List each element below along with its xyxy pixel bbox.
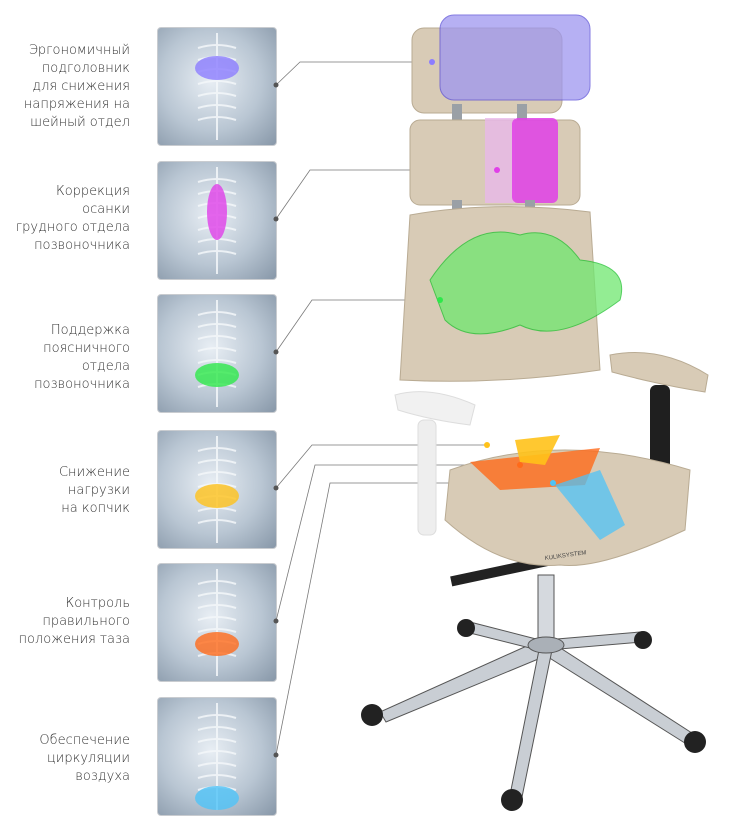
- brand-logo: KULIKSYSTEM: [544, 550, 586, 562]
- thoracic-spine-icon: [197, 167, 237, 274]
- feature-label-line: осанки: [82, 202, 130, 217]
- coccyx-card: [157, 430, 277, 549]
- feature-label: Снижение нагрузки на копчик: [0, 464, 130, 518]
- feature-label: Поддержка поясничного отдела позвоночника: [0, 322, 130, 394]
- feature-label: Коррекция осанки грудного отдела позвоночни…: [0, 183, 130, 255]
- anchor-dot: [494, 167, 500, 173]
- connector-line: [275, 464, 520, 622]
- chair: KULIKSYSTEM: [361, 14, 709, 811]
- feature-label-line: грудного отдела: [15, 220, 130, 235]
- feature-label: Контроль правильного положения таза: [0, 595, 130, 649]
- feature-label-line: положения таза: [18, 632, 130, 647]
- air-circulation-icon: [195, 703, 239, 810]
- lumbar-spine-icon: [195, 300, 239, 407]
- anchor-dot: [437, 297, 443, 303]
- anchor-dot: [484, 442, 490, 448]
- feature-label-line: позвоночника: [34, 377, 130, 392]
- chair-base: [379, 574, 696, 798]
- anchor-dot: [429, 59, 435, 65]
- feature-label-line: Коррекция: [55, 184, 130, 199]
- feature-label-line: Обеспечение: [39, 733, 130, 748]
- feature-label-line: воздуха: [75, 769, 130, 784]
- lumbar-highlight: [429, 231, 622, 335]
- connector-line: [275, 61, 432, 86]
- pelvis-highlight: [470, 448, 600, 490]
- card-connector-dot: [273, 216, 279, 222]
- feature-label-line: на копчик: [61, 501, 130, 516]
- feature-label-line: циркуляции: [46, 751, 130, 766]
- feature-label-line: нагрузки: [67, 483, 130, 498]
- feature-label-line: позвоночника: [34, 238, 130, 253]
- left-armrest: [394, 391, 476, 426]
- feature-label-line: Эргономичный: [28, 43, 130, 58]
- neck-spine-icon: [195, 33, 239, 140]
- neck-spine-card: [157, 27, 277, 146]
- pelvis-icon: [195, 569, 239, 676]
- card-connector-dot: [273, 82, 279, 88]
- air-circulation-card: [157, 697, 277, 816]
- feature-label-line: шейный отдел: [30, 115, 130, 130]
- card-connector-dot: [273, 618, 279, 624]
- feature-label-line: правильного: [42, 614, 130, 629]
- card-connector-dot: [273, 485, 279, 491]
- wheels: [361, 619, 706, 811]
- anchor-dot: [550, 480, 556, 486]
- connector-line: [275, 299, 440, 353]
- feature-label-line: подголовник: [41, 61, 130, 76]
- right-armrest: [609, 352, 709, 393]
- air-highlight: [555, 470, 625, 540]
- feature-label: Эргономичный подголовник для снижения напря…: [0, 42, 130, 132]
- card-connector-dot: [273, 349, 279, 355]
- feature-label-line: для снижения: [32, 79, 130, 94]
- feature-label-line: поясничного: [43, 341, 130, 356]
- coccyx-highlight: [515, 435, 560, 465]
- feature-label-line: Контроль: [65, 596, 130, 611]
- card-connector-dot: [273, 752, 279, 758]
- feature-label-line: Снижение: [58, 465, 130, 480]
- thoracic-highlight: [512, 118, 558, 203]
- anchor-dot: [517, 462, 523, 468]
- pelvis-card: [157, 563, 277, 682]
- thoracic-spine-card: [157, 161, 277, 280]
- feature-label-line: напряжения на: [23, 97, 130, 112]
- headrest-highlight: [439, 14, 591, 101]
- feature-label-line: отдела: [81, 359, 130, 374]
- feature-label: Обеспечение циркуляции воздуха: [0, 732, 130, 786]
- coccyx-icon: [195, 436, 239, 543]
- feature-label-line: Поддержка: [50, 323, 130, 338]
